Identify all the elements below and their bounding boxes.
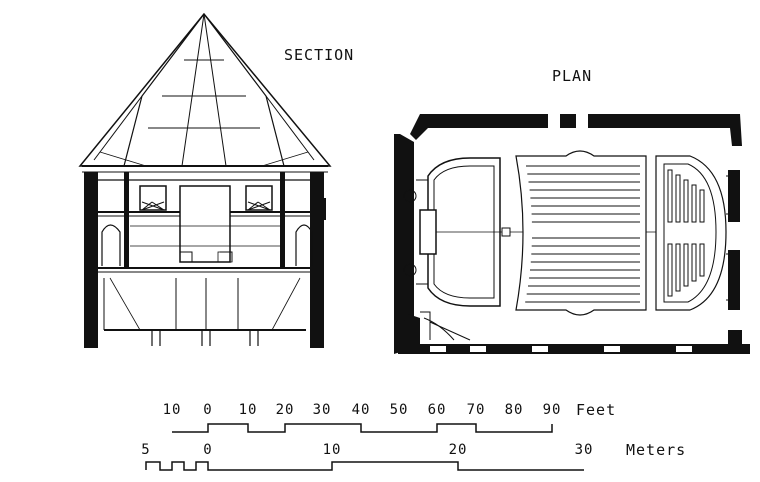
plan-pews-centre — [515, 150, 647, 316]
section-drawing — [78, 12, 332, 348]
section-interior — [101, 185, 313, 266]
feet-tick-label: 60 — [427, 402, 447, 418]
foundation-piers — [151, 330, 259, 346]
feet-tick-label: 20 — [275, 402, 295, 418]
meters-tick-label: 5 — [141, 442, 151, 458]
meters-scale-bar — [145, 461, 584, 471]
plan-walls — [394, 114, 750, 354]
plan-base-openings — [430, 346, 692, 352]
feet-unit-label: Feet — [576, 401, 617, 419]
feet-tick-label: 70 — [466, 402, 486, 418]
feet-tick-label: 30 — [312, 402, 332, 418]
pew-lines — [525, 165, 640, 303]
meters-tick-label: 0 — [203, 442, 213, 458]
feet-tick-label: 80 — [504, 402, 524, 418]
section-walls — [84, 172, 326, 348]
feet-tick-label: 90 — [542, 402, 562, 418]
meters-tick-label: 10 — [322, 442, 342, 458]
meters-unit-label: Meters — [626, 441, 687, 459]
feet-tick-label: 10 — [162, 402, 182, 418]
feet-tick-label: 0 — [203, 402, 213, 418]
plan-title: PLAN — [552, 67, 593, 85]
right-pew-lines — [667, 169, 705, 297]
feet-tick-label: 40 — [351, 402, 371, 418]
meters-tick-label: 20 — [448, 442, 468, 458]
section-title: SECTION — [284, 46, 355, 64]
plan-windows — [726, 175, 736, 301]
feet-tick-label: 10 — [238, 402, 258, 418]
feet-scale-bar — [172, 423, 553, 433]
feet-tick-label: 50 — [389, 402, 409, 418]
plan-drawing — [394, 114, 750, 354]
plan-pews-right — [655, 155, 727, 311]
roof — [78, 12, 332, 173]
meters-tick-label: 30 — [574, 442, 594, 458]
